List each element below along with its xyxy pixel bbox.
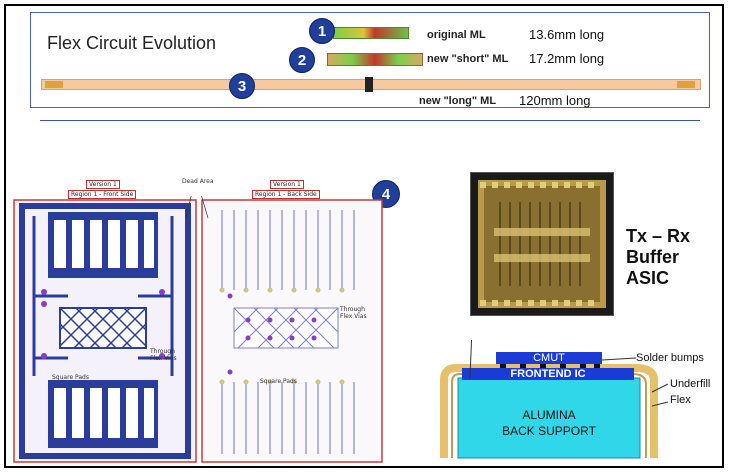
long-ml-label: new "long" ML bbox=[419, 95, 497, 107]
long-ml-left-end bbox=[45, 81, 63, 88]
badge-1-icon: 1 bbox=[309, 18, 335, 44]
alumina-label-line1: ALUMINA bbox=[522, 408, 576, 422]
short-ml-length: 17.2mm long bbox=[529, 51, 605, 66]
dead-area-label: Dead Area bbox=[182, 178, 214, 185]
panel-title: Flex Circuit Evolution bbox=[47, 33, 217, 53]
flex-evolution-panel: Flex Circuit Evolution 1 original ML 13.… bbox=[30, 12, 710, 108]
front-side-layout bbox=[13, 199, 197, 463]
front-version-label: Version 1 bbox=[86, 180, 120, 189]
original-ml-strip bbox=[333, 27, 409, 39]
long-ml-length: 120mm long bbox=[519, 93, 591, 108]
asic-die-photo bbox=[470, 172, 614, 316]
back-side-layout bbox=[201, 199, 383, 463]
original-ml-label: original ML bbox=[427, 29, 486, 41]
stack-cross-section bbox=[440, 340, 669, 459]
asic-label: Tx – Rx Buffer ASIC bbox=[626, 226, 690, 289]
back-square-pads-label: Square Pads bbox=[260, 378, 297, 385]
front-square-pads-label: Square Pads bbox=[52, 374, 89, 381]
short-ml-label: new "short" ML bbox=[427, 53, 509, 65]
underfill-label: Underfill bbox=[670, 378, 711, 390]
long-ml-right-end bbox=[677, 81, 695, 88]
asic-label-line2: Buffer bbox=[626, 247, 679, 267]
front-region-label: Region 1 - Front Side bbox=[68, 190, 137, 199]
long-ml-chip bbox=[365, 77, 373, 92]
badge-2-icon: 2 bbox=[289, 47, 315, 73]
section-divider bbox=[40, 120, 700, 121]
asic-label-line1: Tx – Rx bbox=[626, 226, 691, 246]
asic-label-line3: ASIC bbox=[626, 268, 670, 288]
flex-label: Flex bbox=[670, 394, 691, 406]
solder-bumps-label: Solder bumps bbox=[636, 352, 704, 364]
short-ml-strip bbox=[327, 53, 423, 66]
cmut-label: CMUT bbox=[533, 352, 565, 364]
flex-layout-drawings bbox=[13, 196, 383, 463]
original-ml-length: 13.6mm long bbox=[529, 27, 605, 42]
back-through-vias-label: Through Flex Vias bbox=[340, 306, 367, 320]
frontend-ic-label: FRONTEND IC bbox=[510, 368, 586, 380]
back-region-label: Region 1 - Back Side bbox=[252, 190, 320, 199]
front-through-vias-label: Through Flex Vias bbox=[150, 348, 177, 362]
alumina-label-line2: BACK SUPPORT bbox=[502, 424, 596, 438]
back-version-label: Version 1 bbox=[270, 180, 304, 189]
badge-3-icon: 3 bbox=[229, 73, 255, 99]
